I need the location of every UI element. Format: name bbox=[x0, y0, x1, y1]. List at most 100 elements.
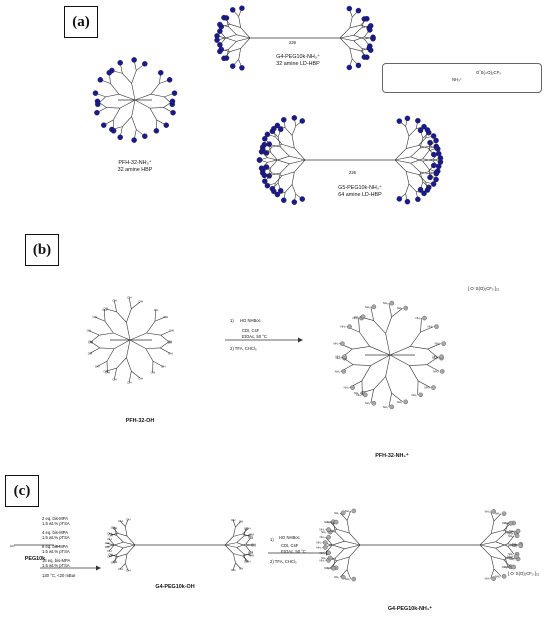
ammonium-end-group bbox=[441, 341, 446, 346]
amine-end-group bbox=[271, 188, 277, 195]
amine-end-group bbox=[430, 162, 437, 169]
amine-end-group bbox=[437, 155, 444, 161]
amine-end-group bbox=[434, 145, 440, 151]
bond bbox=[349, 544, 361, 558]
hydroxyl-label: OH bbox=[249, 533, 254, 537]
bond bbox=[418, 174, 426, 183]
bond bbox=[410, 331, 421, 347]
amine-end-group bbox=[266, 141, 273, 147]
bond bbox=[388, 393, 392, 407]
amine-label: NH₂ bbox=[485, 577, 490, 581]
amine-end-group bbox=[92, 90, 99, 96]
bond bbox=[507, 543, 518, 547]
bond bbox=[420, 318, 422, 333]
step-c-line-3: 1.5 wt.% pTSA bbox=[42, 535, 70, 540]
hydroxyl-label: OH bbox=[231, 568, 236, 572]
bond bbox=[131, 99, 136, 117]
bond bbox=[410, 147, 421, 158]
bond bbox=[108, 538, 115, 546]
step-c-line-4: 8 eq. bis-MPA bbox=[42, 544, 68, 549]
bond bbox=[370, 389, 374, 404]
amine-label: NH₂ bbox=[335, 369, 340, 373]
bond bbox=[504, 556, 509, 567]
hydroxyl-label: OH bbox=[88, 339, 93, 343]
bond bbox=[344, 540, 361, 546]
bond bbox=[106, 542, 115, 546]
ammonium-end-group bbox=[511, 564, 516, 570]
amine-end-group bbox=[433, 170, 440, 177]
amine-end-group bbox=[433, 176, 439, 183]
hydroxyl-label: OH bbox=[127, 380, 132, 384]
bond bbox=[123, 541, 136, 546]
bond bbox=[359, 331, 370, 347]
panel-b-tag: (b) bbox=[25, 234, 59, 266]
amine-label: NH₂ bbox=[320, 558, 325, 562]
amine-end-group bbox=[262, 178, 268, 184]
amine-end-group bbox=[355, 7, 362, 14]
bond bbox=[235, 521, 242, 528]
amine-end-group bbox=[239, 65, 245, 71]
bond bbox=[108, 544, 115, 552]
hydroxyl-label: OH bbox=[111, 526, 116, 530]
bond bbox=[126, 339, 131, 358]
bond bbox=[391, 392, 403, 403]
bond bbox=[422, 150, 430, 159]
bond bbox=[418, 171, 429, 175]
bond bbox=[117, 553, 128, 557]
bond bbox=[495, 532, 506, 543]
amine-end-group bbox=[421, 190, 427, 197]
bond bbox=[335, 548, 345, 559]
bond bbox=[134, 93, 152, 101]
hydroxyl-label: OH bbox=[244, 559, 249, 563]
bond bbox=[277, 172, 281, 183]
amine-label: NH₂ bbox=[433, 355, 438, 359]
amine-end-group bbox=[218, 46, 225, 53]
bond bbox=[131, 70, 137, 84]
bond bbox=[408, 183, 417, 192]
bond bbox=[340, 512, 348, 521]
bond bbox=[490, 520, 495, 534]
bond bbox=[495, 547, 506, 558]
amine-label: NH₂ bbox=[507, 531, 512, 535]
amine-end-group bbox=[169, 98, 176, 105]
counterion-b-label: [ O⁻S(O)₂CF₃ ]₃₂ bbox=[468, 286, 500, 291]
bond bbox=[90, 341, 100, 349]
amine-end-group bbox=[264, 182, 271, 189]
hydroxyl-label: OH bbox=[239, 566, 244, 570]
amine-label: NH₂ bbox=[353, 316, 358, 320]
reaction-arrow-head bbox=[96, 565, 101, 571]
bond bbox=[325, 536, 333, 546]
bond bbox=[394, 159, 411, 164]
bond bbox=[339, 27, 350, 39]
bond bbox=[116, 311, 127, 323]
end-group-legend bbox=[382, 63, 542, 93]
amine-label: NH₂ bbox=[432, 356, 437, 360]
bond bbox=[291, 184, 297, 195]
bond bbox=[405, 135, 410, 149]
hydroxyl-label: OH bbox=[154, 308, 159, 312]
bond bbox=[419, 171, 424, 182]
bond bbox=[417, 380, 431, 388]
bond bbox=[330, 560, 338, 569]
bond bbox=[126, 544, 136, 555]
ammonium-end-group bbox=[403, 399, 408, 405]
amine-end-group bbox=[217, 28, 223, 34]
bond bbox=[346, 510, 352, 521]
ammonium-end-group bbox=[491, 576, 496, 581]
amine-end-group bbox=[396, 118, 403, 124]
hydroxyl-label: OH bbox=[249, 550, 254, 554]
g5-name-label: G5-PEG10k-NH₃⁺ bbox=[338, 185, 382, 191]
bond bbox=[238, 16, 241, 28]
ammonium-end-group bbox=[515, 528, 521, 534]
amine-end-group bbox=[153, 128, 160, 134]
bond bbox=[349, 16, 353, 29]
bond bbox=[243, 528, 247, 537]
bond bbox=[116, 535, 124, 543]
amine-label: NH₂ bbox=[316, 541, 321, 545]
bond bbox=[419, 138, 424, 149]
amine-end-group bbox=[421, 123, 427, 130]
bond bbox=[349, 24, 361, 29]
amine-label: NH₂ bbox=[424, 386, 429, 390]
bond bbox=[224, 544, 234, 554]
bond bbox=[405, 126, 410, 137]
